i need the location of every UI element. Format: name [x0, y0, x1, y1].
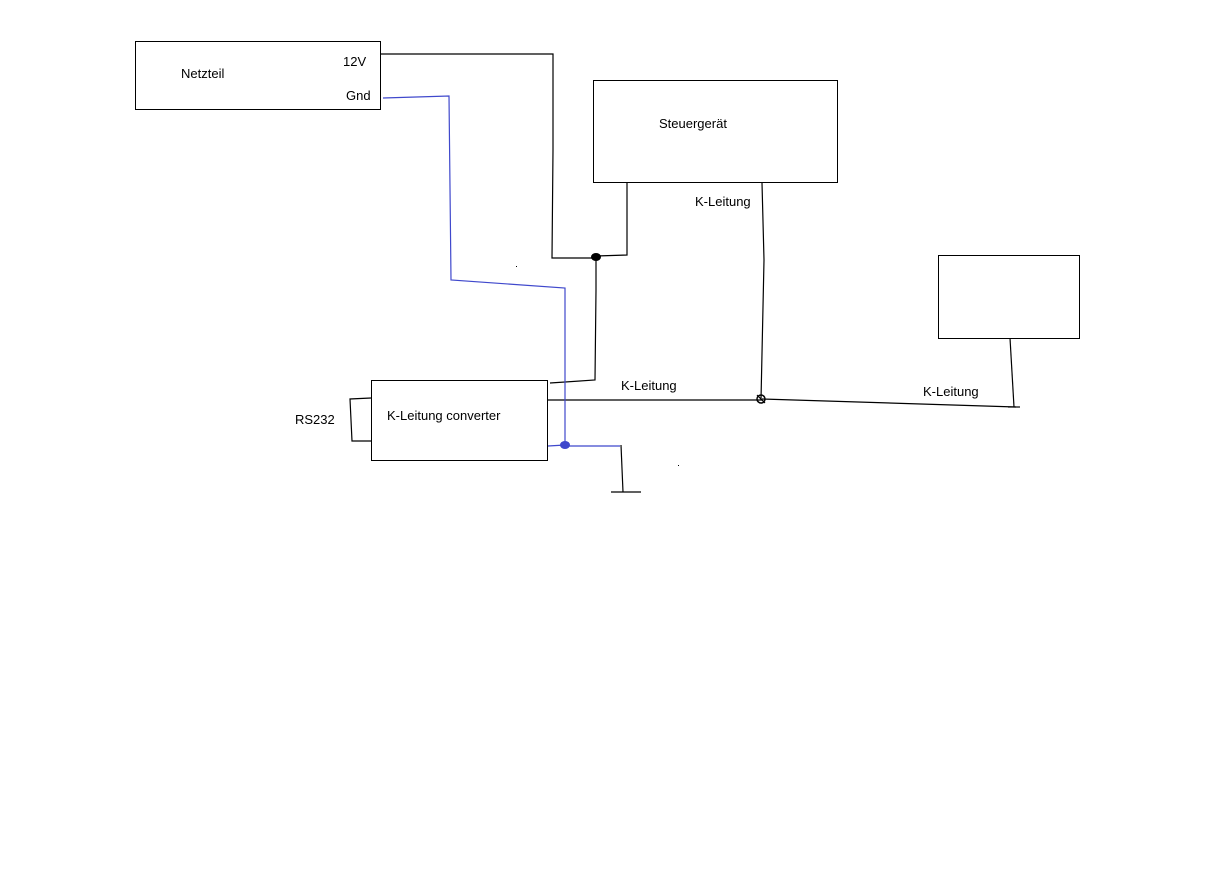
k-leitung-label-steuergeraet: K-Leitung: [695, 194, 751, 209]
netzteil-pin-gnd-label: Gnd: [346, 88, 371, 103]
converter-box: K-Leitung converter: [371, 380, 548, 461]
wire-k-leitung-unnamed-device: [1009, 337, 1015, 408]
steuergeraet-box: Steuergerät: [593, 80, 838, 183]
junction-k-leitung: [756, 394, 766, 404]
wire-12v-supply: [381, 53, 597, 384]
k-leitung-label-right: K-Leitung: [923, 384, 979, 399]
stray-dot: [678, 465, 679, 466]
steuergeraet-label: Steuergerät: [659, 116, 727, 131]
unnamed-device-box: [938, 255, 1080, 339]
netzteil-label: Netzteil: [181, 66, 224, 81]
junction-dot-gnd: [560, 441, 570, 449]
wire-ground-stub: [620, 444, 624, 493]
rs232-label: RS232: [295, 412, 335, 427]
wire-steuergeraet-supply: [595, 183, 628, 257]
wire-k-leitung-steuergeraet: [760, 182, 765, 401]
wire-rs232-loop: [349, 397, 372, 442]
netzteil-pin-12v-label: 12V: [343, 54, 366, 69]
junction-dot-supply: [591, 253, 601, 261]
wire-k-leitung-right: [761, 398, 1017, 408]
netzteil-box: Netzteil 12V Gnd: [135, 41, 381, 110]
stray-dot: [516, 266, 517, 267]
converter-label: K-Leitung converter: [387, 408, 501, 423]
k-leitung-label-middle: K-Leitung: [621, 378, 677, 393]
